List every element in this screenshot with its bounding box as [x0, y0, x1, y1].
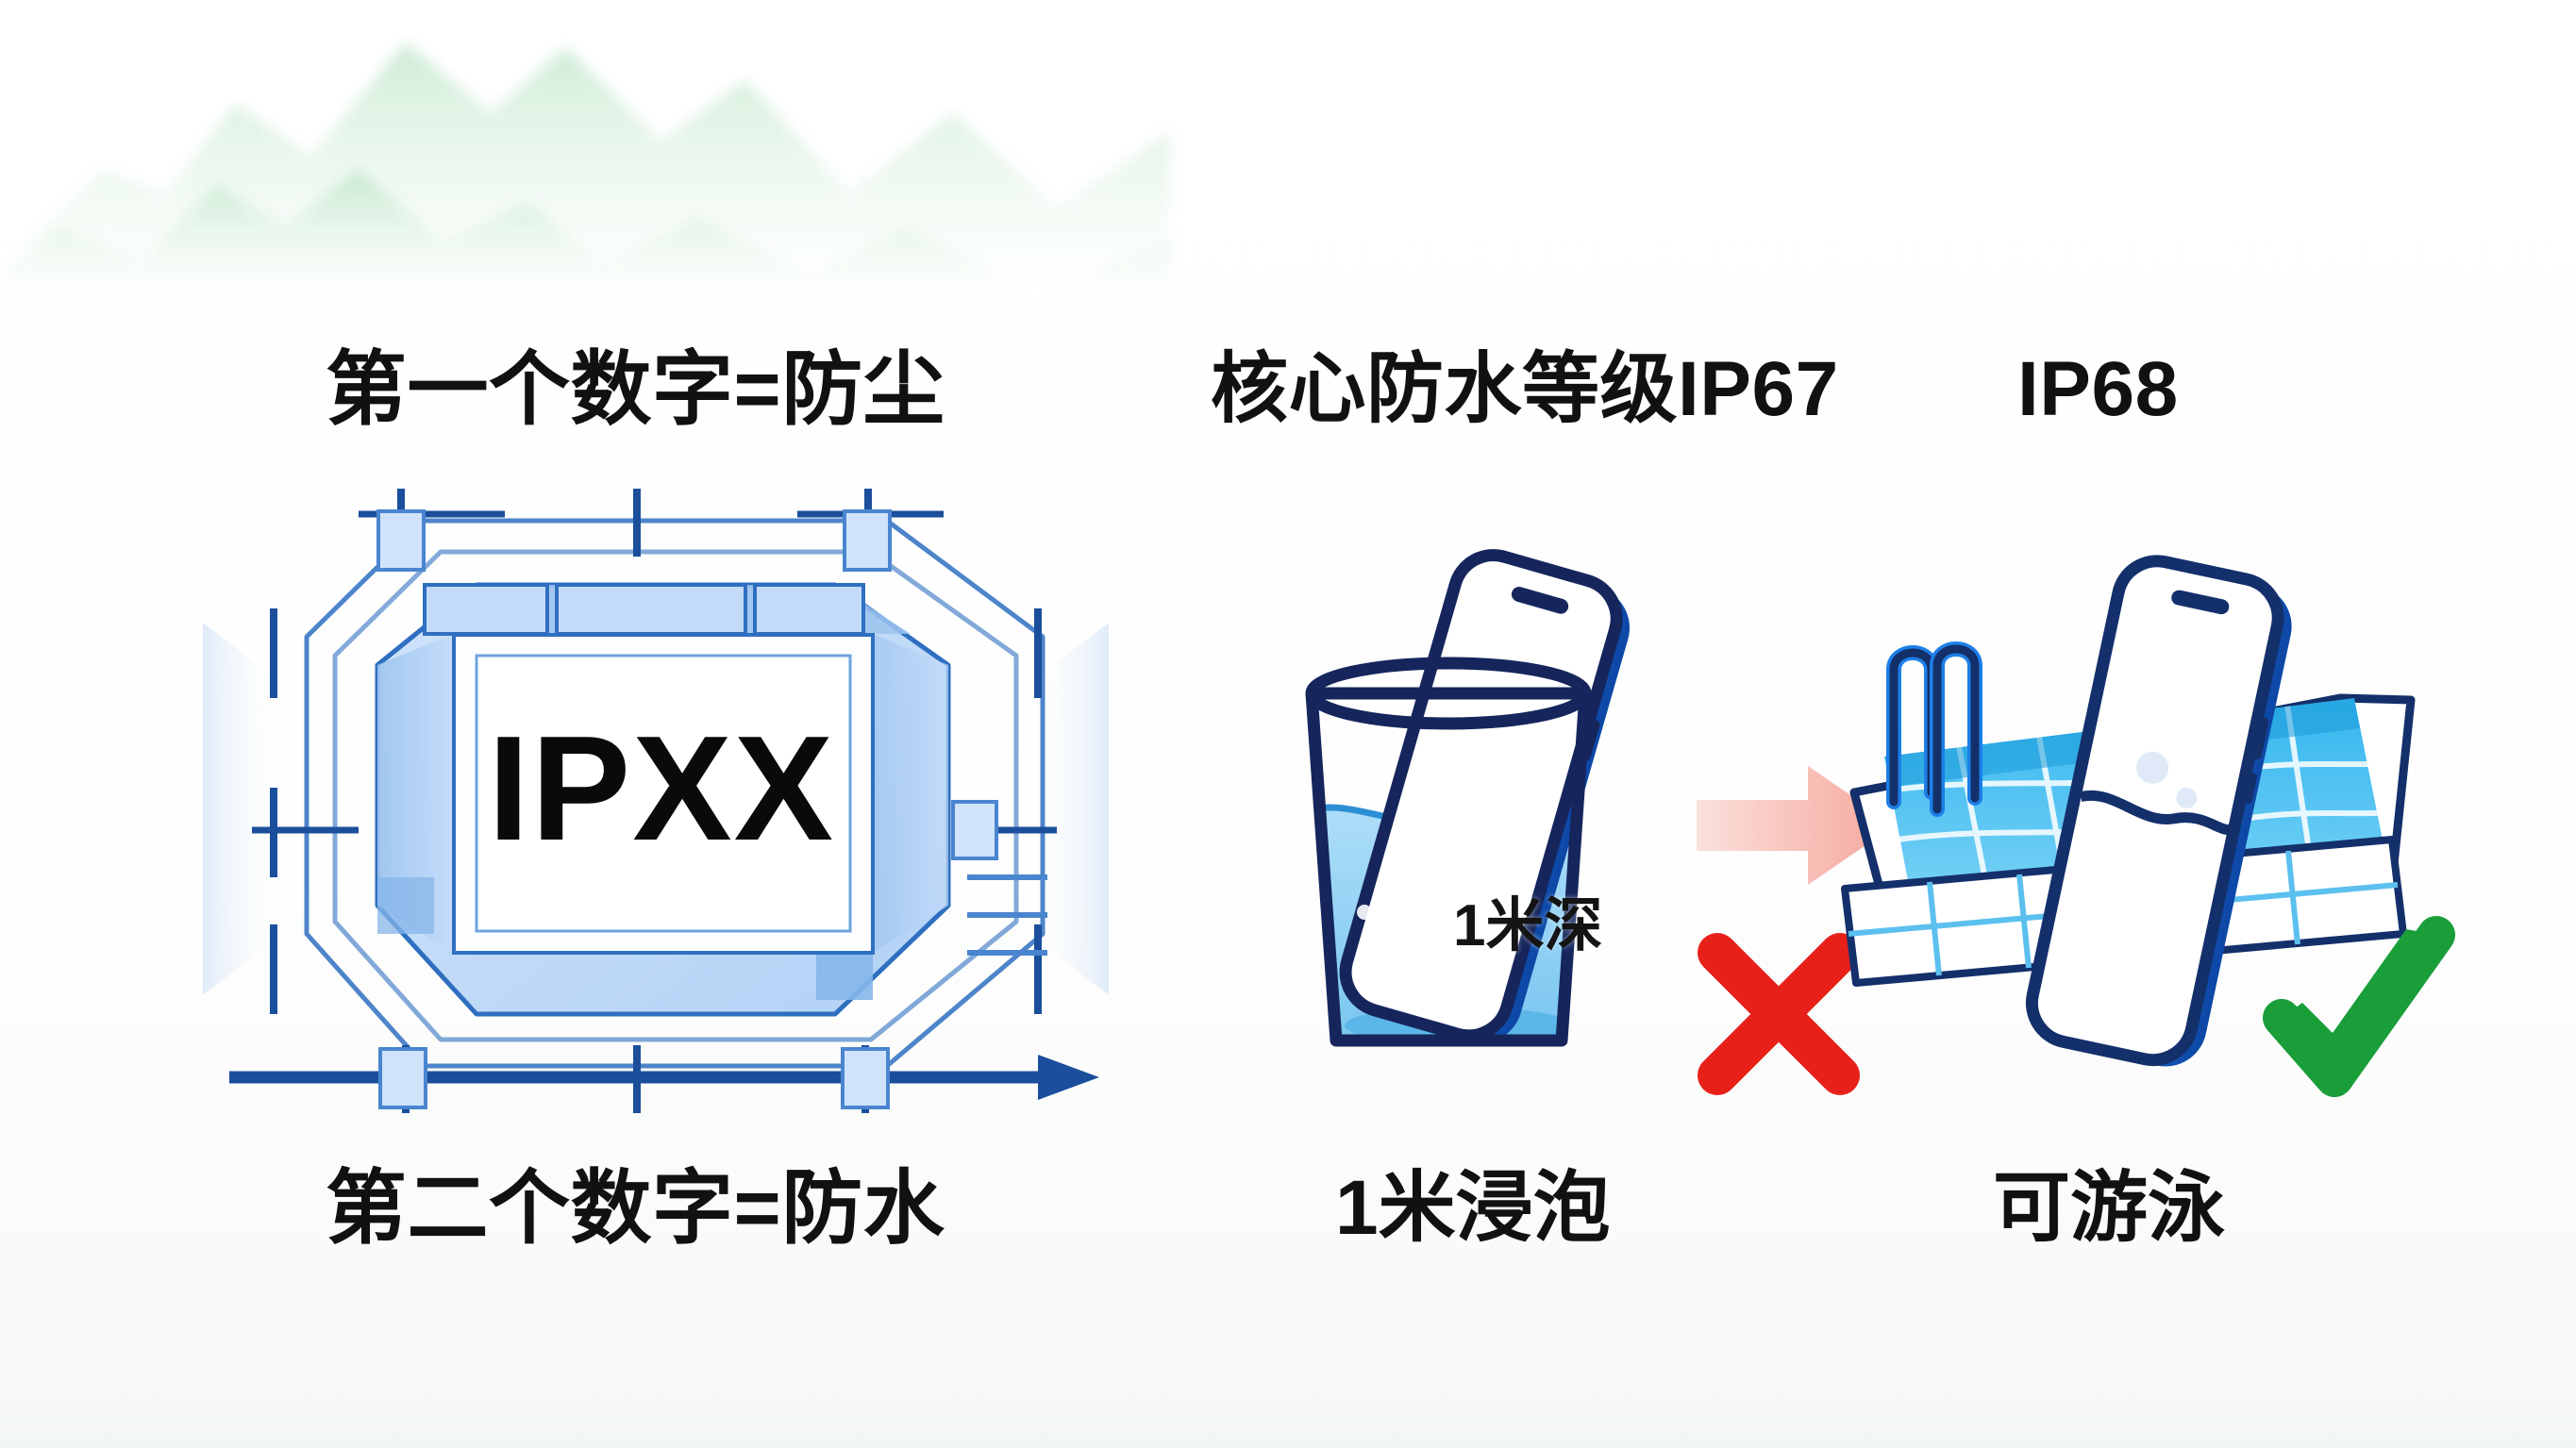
pool-svg — [1841, 555, 2416, 1067]
arrow-right-icon — [1697, 755, 1904, 896]
pool-ladder — [1886, 641, 1982, 817]
watercolor-mountain-backdrop — [0, 42, 1170, 311]
smartphone-in-glass — [1339, 549, 1630, 1043]
bottom-measurement-axis — [229, 1045, 1099, 1113]
ip68-heading: IP68 — [2017, 346, 2179, 432]
arrow-svg — [1697, 766, 1895, 885]
glass-caption: 1米浸泡 — [1335, 1165, 1611, 1251]
ip-enclosure-diagram: IPXX — [193, 462, 1118, 1123]
core-waterproof-level-heading: 核心防水等级IP67 — [1211, 346, 1839, 432]
enclosure-inner-window — [452, 633, 875, 955]
drinking-glass-outline — [1305, 657, 1592, 1047]
cross-icon — [1689, 924, 1868, 1104]
dimension-ticks-right — [951, 608, 1057, 1014]
pool-immersion-illustration — [1826, 555, 2449, 1085]
top-vent-segments — [423, 583, 865, 636]
water-bubbles — [1357, 872, 1509, 935]
left-panel-bottom-title: 第二个数字=防水 — [326, 1163, 945, 1254]
pool-caption: 可游泳 — [1993, 1165, 2226, 1251]
diagram-halo — [203, 623, 1109, 995]
dimension-ticks-left — [252, 608, 359, 1014]
check-icon — [2263, 916, 2455, 1099]
smartphone-in-pool — [2025, 555, 2292, 1067]
glass-svg — [1305, 549, 1630, 1047]
cross-svg — [1698, 933, 1860, 1095]
dimension-ticks-top — [359, 489, 944, 572]
water-depth-label: 1米深 — [1453, 893, 1603, 958]
left-panel-top-title: 第一个数字=防尘 — [326, 344, 945, 435]
bottom-fade-band — [0, 1382, 2576, 1448]
enclosure-svg — [203, 489, 1109, 1113]
glass-immersion-illustration — [1274, 524, 1717, 1071]
check-svg — [2263, 916, 2455, 1097]
